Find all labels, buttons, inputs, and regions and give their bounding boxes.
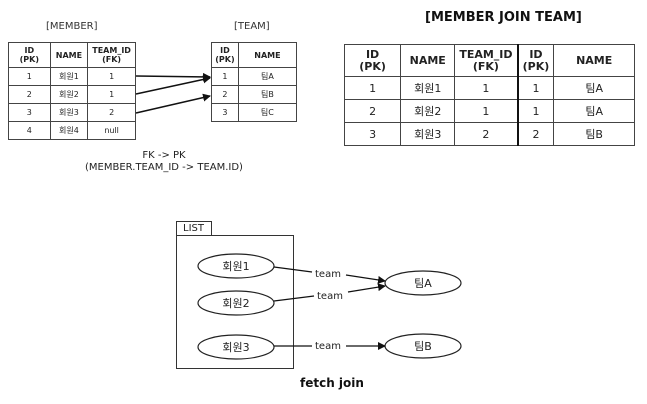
team-table: ID(PK) NAME 1 팀A 2 팀B 3 팀C	[211, 42, 298, 122]
member-node-3-label: 회원3	[222, 341, 249, 354]
join-cell: 2	[343, 99, 402, 123]
fk-note: FK -> PK (MEMBER.TEAM_ID -> TEAM.ID)	[84, 150, 244, 174]
table-row: 1 회원1 1	[8, 67, 136, 86]
member-table: ID(PK) NAME TEAM_ID(FK) 1 회원1 1 2 회원2 1 …	[8, 42, 136, 140]
team-edge-2	[273, 295, 315, 302]
join-header-team-id: TEAM_ID(FK)	[454, 44, 519, 77]
member-id-cell: 4	[8, 121, 51, 140]
table-row: 3 회원3 2 2 팀B	[343, 122, 635, 146]
join-header-member-name: NAME	[400, 44, 456, 77]
member-table-caption: [MEMBER]	[46, 21, 98, 32]
team-name-cell: 팀C	[237, 103, 298, 122]
join-cell: 팀B	[553, 122, 635, 146]
member-node-1	[197, 253, 275, 279]
team-edge-1-label: team	[315, 269, 341, 280]
join-cell: 3	[343, 122, 402, 146]
team-table-caption: [TEAM]	[234, 21, 270, 32]
join-table: ID(PK) NAME TEAM_ID(FK) ID(PK) NAME 1 회원…	[343, 44, 635, 146]
team-edge-1	[273, 266, 313, 273]
fk-arrow-row3	[135, 93, 211, 114]
team-edge-1b	[345, 274, 386, 284]
team-edge-3-label: team	[315, 341, 341, 352]
list-container	[176, 235, 294, 369]
join-cell: 2	[454, 122, 519, 146]
member-header-team-id: TEAM_ID(FK)	[87, 42, 136, 68]
member-team-id-cell: null	[87, 121, 136, 140]
team-node-b-label: 팀B	[414, 340, 432, 353]
member-team-id-cell: 2	[87, 103, 136, 122]
join-cell: 회원1	[400, 76, 456, 100]
table-row: 4 회원4 null	[8, 121, 136, 140]
fk-arrow-row1	[135, 72, 211, 81]
table-row: 3 팀C	[211, 103, 298, 122]
fetch-join-caption: fetch join	[300, 376, 364, 390]
team-id-cell: 3	[211, 103, 239, 122]
member-node-2-label: 회원2	[222, 297, 249, 310]
list-tab-label: LIST	[176, 221, 212, 235]
join-cell: 회원3	[400, 122, 456, 146]
table-row: 3 회원3 2	[8, 103, 136, 122]
fk-note-line1: FK -> PK	[142, 150, 186, 161]
team-edge-2-label: team	[317, 291, 343, 302]
join-table-title: [MEMBER JOIN TEAM]	[425, 10, 582, 25]
table-row: 1 팀A	[211, 67, 298, 86]
table-row: 2 회원2 1	[8, 85, 136, 104]
member-name-cell: 회원4	[49, 121, 89, 140]
member-node-1-label: 회원1	[222, 260, 249, 273]
member-node-3	[197, 334, 275, 360]
fk-note-line2: (MEMBER.TEAM_ID -> TEAM.ID)	[85, 162, 243, 173]
join-cell: 2	[517, 122, 555, 146]
member-node-2	[197, 290, 275, 316]
team-edge-2b	[347, 283, 386, 293]
fk-arrow-row2	[135, 75, 211, 95]
team-node-a-label: 팀A	[414, 277, 432, 290]
